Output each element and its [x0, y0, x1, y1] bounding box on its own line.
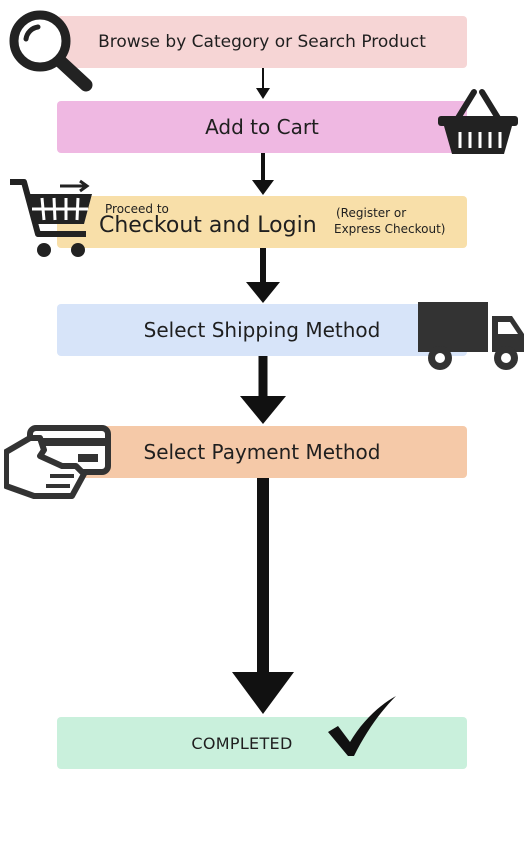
step-completed: COMPLETED [57, 717, 467, 769]
step-add-to-cart-label: Add to Cart [205, 115, 319, 139]
step-completed-label: COMPLETED [191, 733, 293, 753]
step-shipping: Select Shipping Method [57, 304, 467, 356]
arrow-5 [232, 478, 294, 714]
checkout-label: Checkout and Login [99, 213, 317, 238]
basket-icon [436, 84, 520, 160]
arrow-1 [256, 68, 270, 99]
step-browse-label: Browse by Category or Search Product [98, 32, 426, 52]
step-payment: Select Payment Method [57, 426, 467, 478]
arrow-3 [246, 248, 280, 303]
credit-card-hand-icon [3, 424, 114, 504]
checkmark-icon [326, 694, 398, 762]
truck-icon [416, 300, 526, 380]
step-browse: Browse by Category or Search Product [57, 16, 467, 68]
step-add-to-cart: Add to Cart [57, 101, 467, 153]
search-icon [4, 6, 96, 96]
step-checkout: Proceed to Checkout and Login (Register … [57, 196, 467, 248]
step-payment-label: Select Payment Method [143, 440, 381, 464]
step-shipping-label: Select Shipping Method [143, 318, 381, 342]
arrow-4 [240, 356, 286, 424]
checkout-note-line1: (Register or [336, 206, 407, 220]
arrow-2 [252, 153, 274, 195]
checkout-prefix: Proceed to [105, 202, 169, 216]
shopping-cart-icon [8, 178, 98, 268]
checkout-note-line2: Express Checkout) [334, 222, 446, 236]
